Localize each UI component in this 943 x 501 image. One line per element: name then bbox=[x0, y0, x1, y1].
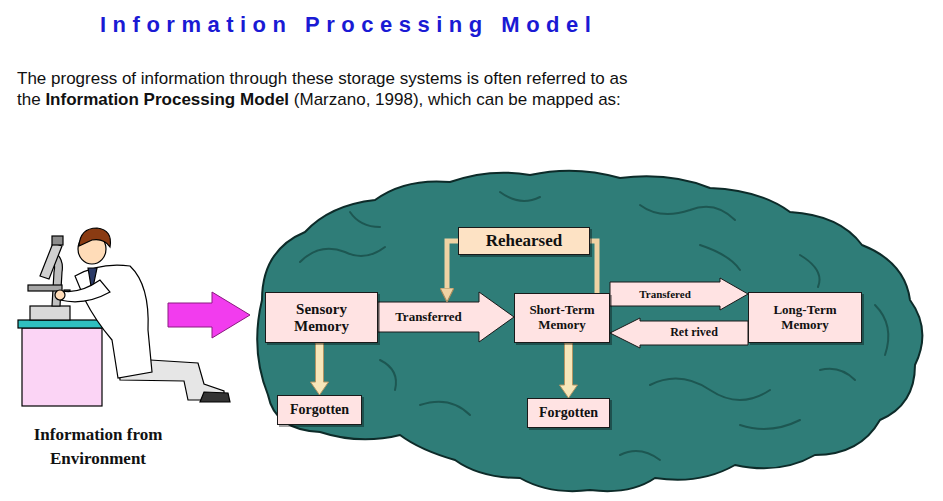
scientist-illustration bbox=[18, 228, 230, 406]
node-text: Rehearsed bbox=[463, 231, 585, 250]
bench-body bbox=[22, 328, 102, 406]
microscope-stage bbox=[28, 285, 62, 291]
brain-fold bbox=[820, 369, 855, 380]
intro-paragraph: The progress of information through thes… bbox=[17, 68, 697, 110]
forget-arrow bbox=[560, 343, 578, 398]
brain-folds bbox=[300, 192, 888, 460]
microscope-tube bbox=[40, 243, 62, 279]
brain-fold bbox=[800, 255, 820, 287]
outcome-box: Forgotten bbox=[277, 395, 362, 425]
node-text: Forgotten bbox=[532, 405, 605, 421]
arrow-label: Transfered bbox=[639, 288, 691, 300]
rehearsal-loop bbox=[590, 241, 597, 293]
transfer-arrow bbox=[610, 278, 748, 310]
microscope-eyepiece bbox=[52, 236, 63, 245]
brain-fold bbox=[700, 245, 740, 270]
rehearsal-box: Rehearsed bbox=[458, 227, 590, 255]
brain-fold bbox=[500, 192, 540, 201]
node-text: Long-Term Memory bbox=[753, 303, 857, 332]
page-title: Information Processing Model bbox=[100, 12, 597, 38]
scientist-hair bbox=[79, 228, 110, 247]
brain-fold bbox=[640, 205, 735, 220]
node-text: Sensory Memory bbox=[270, 301, 373, 335]
outcome-box: Forgotten bbox=[527, 398, 610, 428]
bench-top bbox=[18, 320, 110, 328]
brain-fold bbox=[740, 420, 800, 429]
paragraph-text: (Marzano, 1998), which can be mapped as: bbox=[294, 90, 621, 109]
figure-label: Information from Environment bbox=[6, 423, 190, 471]
transfer-arrow bbox=[378, 292, 514, 342]
brain-fold bbox=[420, 402, 470, 415]
brain-fold bbox=[350, 212, 380, 227]
brain-fold bbox=[620, 451, 660, 460]
memory-box: Short-Term Memory bbox=[514, 293, 610, 343]
forget-arrow bbox=[311, 343, 329, 395]
rehearsal-loop bbox=[447, 241, 458, 288]
scientist-shoe bbox=[200, 392, 230, 402]
arrow-label: Transferred bbox=[395, 310, 462, 324]
arrow-label: Ret rived bbox=[670, 326, 718, 339]
input-arrow bbox=[168, 292, 250, 338]
transfer-arrow bbox=[610, 318, 748, 348]
node-text: Short-Term Memory bbox=[519, 303, 605, 332]
brain-fold bbox=[650, 379, 770, 400]
memory-box: Long-Term Memory bbox=[748, 292, 862, 343]
brain-fold bbox=[380, 360, 396, 390]
node-text: Forgotten bbox=[282, 402, 357, 418]
scientist-arm bbox=[60, 280, 110, 302]
brain-outline bbox=[257, 171, 922, 491]
emphasis-text: Information Processing Model bbox=[45, 90, 289, 109]
brain-fold bbox=[300, 247, 385, 262]
scientist-hand bbox=[55, 290, 65, 300]
microscope-base bbox=[30, 306, 70, 320]
scientist-coat bbox=[75, 265, 152, 378]
brain-fold bbox=[875, 305, 888, 355]
memory-box: Sensory Memory bbox=[265, 292, 378, 343]
